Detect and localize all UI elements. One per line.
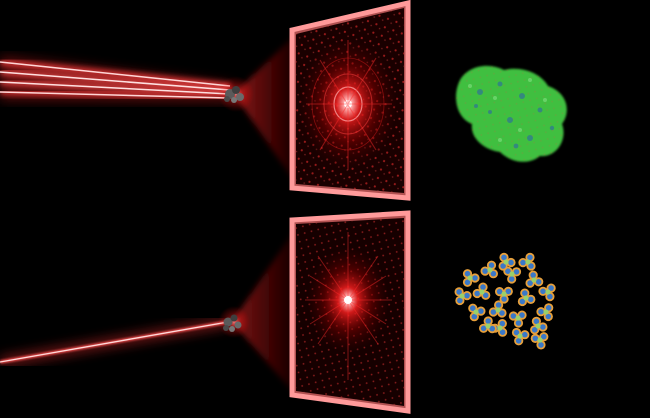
molecule-unit (462, 269, 480, 287)
upper-laser-beam (0, 56, 232, 102)
molecule-unit (503, 266, 522, 284)
molecule-unit (472, 282, 491, 300)
molecule-unit (454, 287, 472, 306)
molecule-unit (508, 310, 527, 328)
molecule-unit (498, 252, 516, 271)
molecule-unit (480, 260, 498, 279)
upper-scatter-cone (234, 30, 300, 190)
lower-laser-beam (0, 318, 229, 366)
molecule-unit (518, 252, 536, 271)
upper-diffraction-panel (289, 0, 411, 201)
lower-diffraction-panel (289, 210, 411, 414)
lower-sample-glow (218, 306, 250, 338)
molecule-unit (530, 332, 549, 350)
molecule-unit (536, 303, 554, 322)
molecule-cluster-icon (454, 252, 556, 350)
molecule-unit (511, 327, 530, 346)
molecule-unit (495, 286, 513, 304)
molecule-unit (530, 316, 548, 335)
molecule-unit (525, 270, 544, 288)
molecule-unit (538, 283, 556, 302)
protein-particle-icon (224, 86, 244, 103)
molecule-unit (468, 303, 486, 322)
protein-particle-icon (223, 314, 242, 332)
molecule-unit (517, 288, 536, 307)
green-protein-blob-icon (456, 65, 567, 162)
molecule-unit (488, 300, 507, 318)
lower-scatter-cone (232, 222, 300, 400)
molecule-unit (479, 316, 497, 334)
